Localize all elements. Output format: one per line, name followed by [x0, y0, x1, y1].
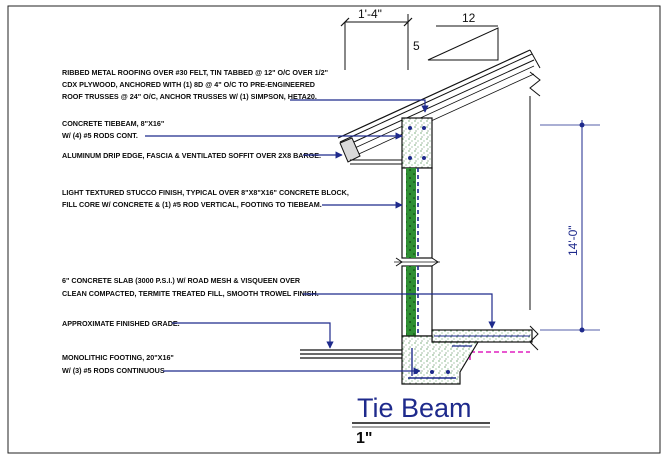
concrete-tiebeam: [401, 117, 433, 169]
roof-assembly: [337, 49, 541, 310]
concrete-block-wall: [394, 167, 440, 337]
note-grade-line1: APPROXIMATE FINISHED GRADE.: [62, 319, 180, 328]
note-roofing-line2: CDX PLYWOOD, ANCHORED WITH (1) 8D @ 4" O…: [62, 80, 315, 89]
note-stucco-line2: FILL CORE W/ CONCRETE & (1) #5 ROD VERTI…: [62, 200, 322, 209]
wall-height-dimension: 14'-0": [540, 120, 600, 333]
slope-rise-label: 5: [413, 39, 420, 53]
note-footing-line1: MONOLITHIC FOOTING, 20"X16": [62, 353, 174, 362]
note-stucco: LIGHT TEXTURED STUCCO FINISH, TYPICAL OV…: [62, 188, 403, 209]
overhang-dimension-label: 1'-4": [358, 7, 382, 21]
note-slab: 6" CONCRETE SLAB (3000 P.S.I.) W/ ROAD M…: [62, 276, 496, 329]
detail-title-block: Tie Beam 1": [352, 393, 490, 447]
roof-slope-indicator: 12 5: [413, 11, 499, 61]
wall-height-label: 14'-0": [566, 225, 580, 256]
note-footing-line2: W/ (3) #5 RODS CONTINUOUS: [62, 366, 165, 375]
overhang-dimension: 1'-4": [340, 7, 413, 70]
note-stucco-line1: LIGHT TEXTURED STUCCO FINISH, TYPICAL OV…: [62, 188, 349, 197]
finished-grade: [300, 349, 402, 359]
note-roofing-line1: RIBBED METAL ROOFING OVER #30 FELT, TIN …: [62, 68, 328, 77]
note-drip-edge-line1: ALUMINUM DRIP EDGE, FASCIA & VENTILATED …: [62, 151, 321, 160]
detail-scale: 1": [356, 430, 372, 447]
slope-run-label: 12: [462, 11, 476, 25]
note-slab-line1: 6" CONCRETE SLAB (3000 P.S.I.) W/ ROAD M…: [62, 276, 301, 285]
note-roofing: RIBBED METAL ROOFING OVER #30 FELT, TIN …: [62, 68, 429, 113]
note-footing: MONOLITHIC FOOTING, 20"X16" W/ (3) #5 RO…: [62, 353, 421, 375]
note-slab-line2: CLEAN COMPACTED, TERMITE TREATED FILL, S…: [62, 289, 319, 298]
note-tiebeam-line2: W/ (4) #5 RODS CONT.: [62, 131, 138, 140]
monolithic-footing: [401, 335, 480, 385]
note-tiebeam-line1: CONCRETE TIEBEAM, 8"X16": [62, 119, 164, 128]
detail-title: Tie Beam: [357, 393, 472, 423]
sheet-border: [7, 5, 661, 454]
note-drip-edge: ALUMINUM DRIP EDGE, FASCIA & VENTILATED …: [62, 151, 343, 160]
note-roofing-line3: ROOF TRUSSES @ 24" O/C, ANCHOR TRUSSES W…: [62, 92, 317, 101]
note-grade: APPROXIMATE FINISHED GRADE.: [62, 319, 334, 349]
note-tiebeam: CONCRETE TIEBEAM, 8"X16" W/ (4) #5 RODS …: [62, 119, 403, 140]
